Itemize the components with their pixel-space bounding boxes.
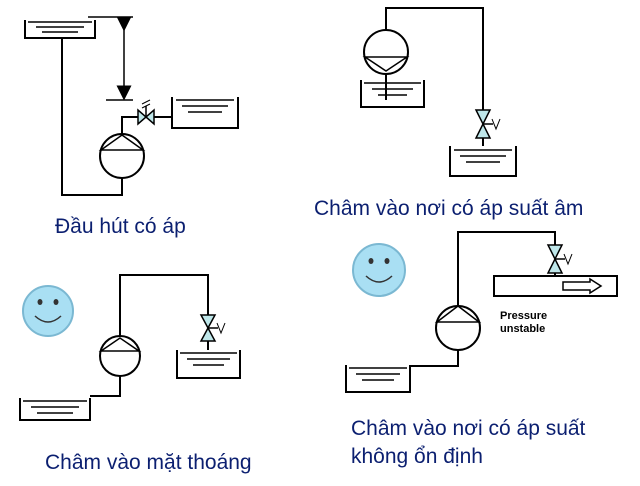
pump-icon bbox=[434, 305, 482, 351]
discharge-pipe bbox=[457, 231, 556, 306]
tank-icon bbox=[24, 20, 96, 39]
panel-open-surface bbox=[19, 274, 241, 421]
valve-icon bbox=[199, 314, 226, 342]
tank-icon bbox=[19, 398, 91, 421]
valve-icon bbox=[546, 244, 573, 274]
process-line bbox=[493, 275, 618, 297]
note-pressure-line2: unstable bbox=[500, 323, 546, 335]
tank-icon bbox=[176, 350, 241, 379]
flow-arrow-icon bbox=[562, 277, 603, 295]
tank-icon bbox=[360, 80, 425, 108]
panel-negative-pressure bbox=[360, 7, 517, 177]
tank-icon bbox=[171, 97, 239, 129]
pump-icon bbox=[98, 133, 146, 179]
smiley-face-icon bbox=[352, 243, 406, 297]
panel-unstable-pressure bbox=[345, 231, 618, 393]
caption-negative-pressure: Châm vào nơi có áp suất âm bbox=[314, 197, 584, 220]
valve-icon bbox=[137, 99, 155, 126]
suction-pipe bbox=[410, 350, 459, 367]
caption-unstable-line2: không ổn định bbox=[351, 445, 483, 468]
caption-suction-pressure: Đầu hút có áp bbox=[55, 215, 186, 238]
head-height-dimension bbox=[88, 16, 133, 101]
tank-icon bbox=[449, 146, 517, 177]
panel-suction-pressure bbox=[24, 16, 239, 196]
pump-icon bbox=[362, 29, 410, 75]
pump-icon bbox=[98, 335, 142, 377]
note-pressure-line1: Pressure bbox=[500, 310, 548, 322]
smiley-face-icon bbox=[22, 285, 74, 337]
suction-pipe bbox=[61, 38, 123, 196]
discharge-pipe bbox=[121, 116, 172, 134]
discharge-pipe bbox=[119, 274, 209, 350]
caption-open-surface: Châm vào mặt thoáng bbox=[45, 451, 252, 474]
discharge-pipe bbox=[385, 7, 484, 146]
tank-icon bbox=[345, 365, 411, 393]
caption-unstable-line1: Châm vào nơi có áp suất bbox=[351, 417, 586, 440]
valve-icon bbox=[474, 109, 501, 139]
suction-pipe bbox=[90, 376, 121, 397]
